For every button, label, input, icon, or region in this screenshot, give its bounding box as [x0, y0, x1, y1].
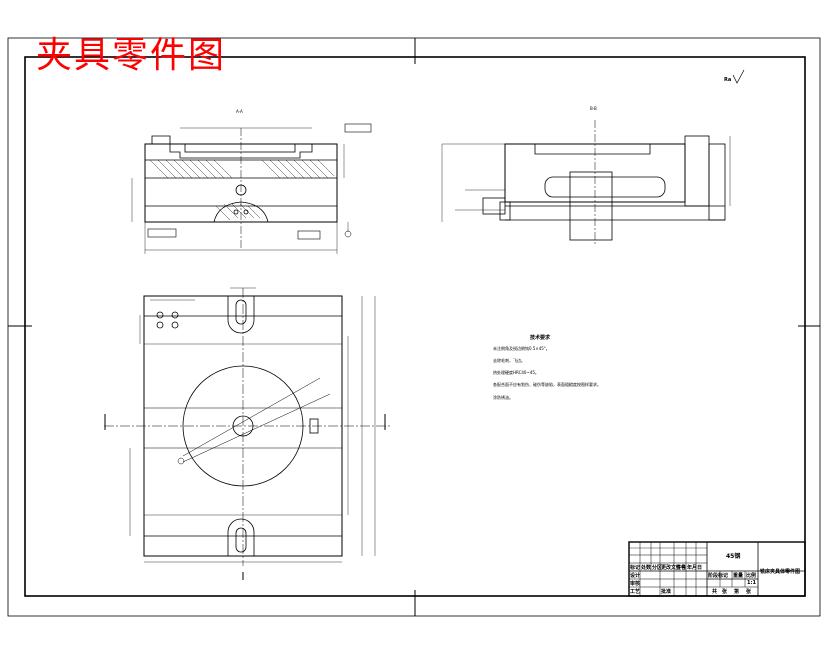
note-line-5: 涂防锈油。	[493, 394, 513, 400]
header-cell-5: 签名	[675, 564, 686, 571]
sheet-border	[7, 37, 821, 617]
stage-cell-3: 比例	[746, 572, 756, 579]
sheet-cell-3: 第	[734, 588, 739, 595]
role-cell-4: 批准	[661, 588, 671, 595]
roughness-symbol: Ra	[724, 69, 745, 84]
plan-view	[104, 287, 392, 580]
scale-value: 1:1	[747, 580, 756, 586]
note-line-2: 去除毛刺、飞边。	[493, 357, 525, 363]
header-cell-3: 分区	[652, 564, 662, 571]
sheet-cell-4: 张	[746, 588, 752, 595]
note-line-3: 热处理硬度HRC40~45。	[493, 369, 539, 375]
role-cell-3: 工艺	[630, 588, 640, 595]
stage-cell-2: 重量	[733, 572, 743, 579]
header-cell-2: 处数	[640, 564, 652, 571]
side-view: B-B	[441, 106, 731, 245]
roughness-label: Ra	[724, 77, 731, 83]
front-section-view: A-A	[131, 109, 372, 254]
header-cell-4: 更改文件号	[661, 564, 686, 571]
front-view-label: A-A	[236, 109, 243, 114]
drawing-name: 铣床夹具体零件图	[760, 568, 800, 575]
notes-heading: 技术要求	[530, 334, 551, 341]
stage-cell-1: 阶段标记	[708, 572, 728, 579]
page-title: 夹具零件图	[36, 35, 227, 76]
role-cell-1: 设计	[630, 572, 640, 579]
sheet-cell-2: 张	[722, 588, 728, 595]
note-line-1: 未注倒角及锐边倒钝0.5×45°。	[493, 345, 550, 351]
side-view-label: B-B	[590, 106, 597, 111]
header-cell-6: 年月日	[687, 564, 702, 571]
technical-notes: 技术要求 未注倒角及锐边倒钝0.5×45°。 去除毛刺、飞边。 热处理硬度HRC…	[493, 334, 601, 400]
title-block: 45钢 铣床夹具体零件图 1:1 标记 处数 分区 更改文件号 签名 年月日 设…	[628, 541, 806, 597]
note-line-4: 各配合面不应有划伤、碰伤等缺陷，表面粗糙度按图样要求。	[493, 381, 601, 387]
material-value: 45钢	[726, 552, 740, 560]
header-cell-1: 标记	[629, 564, 640, 571]
sheet-cell-1: 共	[712, 588, 717, 595]
front-hatching	[149, 159, 335, 221]
role-cell-2: 审核	[630, 580, 640, 587]
